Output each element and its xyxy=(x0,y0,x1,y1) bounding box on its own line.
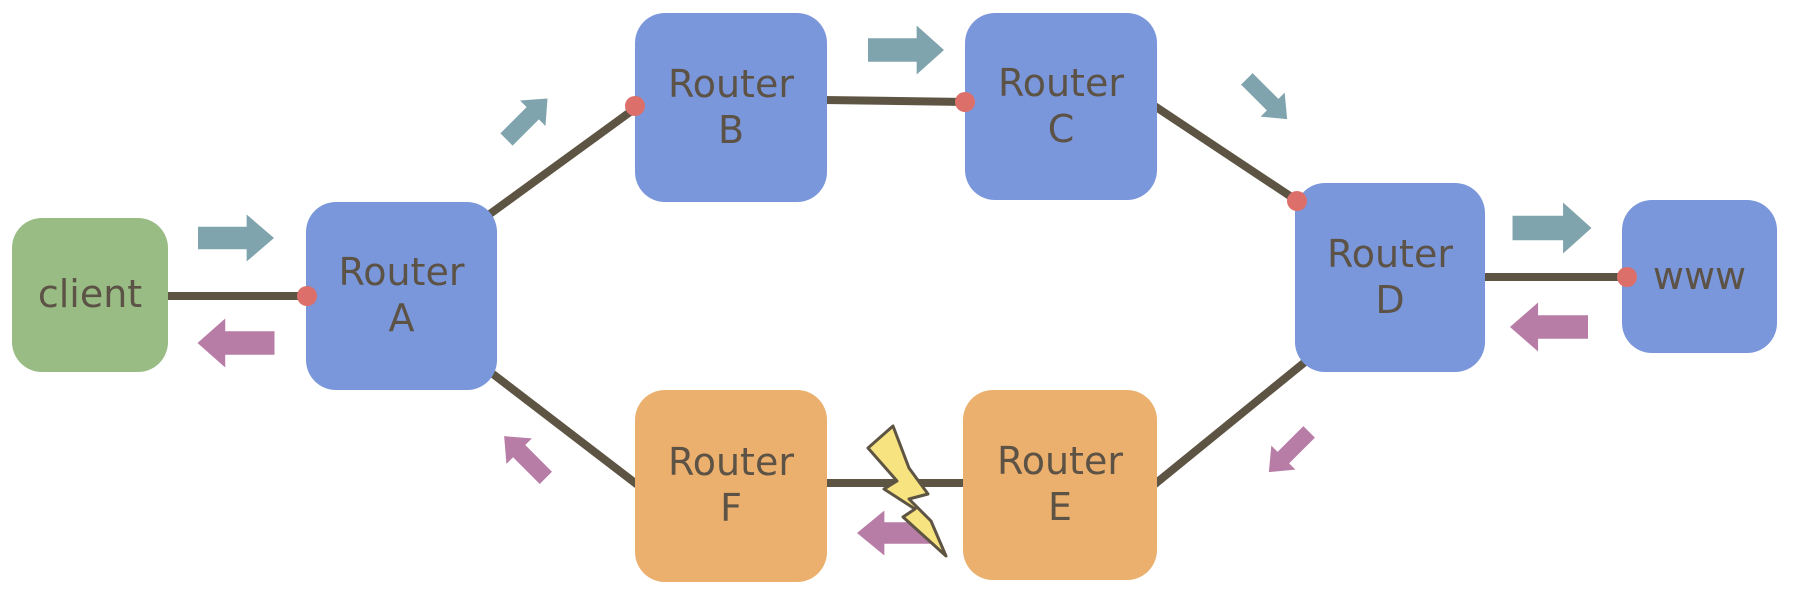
node-router-a-letter: A xyxy=(388,296,415,340)
forward-arrow-client-to-a-icon xyxy=(198,214,274,262)
node-router-a-label: Router xyxy=(338,250,465,295)
node-router-c-letter: C xyxy=(1047,106,1075,151)
node-router-c-label: Router xyxy=(998,60,1124,105)
link-router-b-to-router-c xyxy=(820,96,971,106)
node-www-label: www xyxy=(1652,253,1747,298)
node-router-b-label: Router xyxy=(668,61,794,106)
return-arrow-e-to-f-icon xyxy=(857,510,933,556)
return-arrow-a-to-client-icon xyxy=(197,318,275,368)
node-router-e-label: Router xyxy=(997,439,1123,484)
node-router-a: Router A xyxy=(306,202,497,390)
link-router-c-to-router-d xyxy=(1149,101,1303,206)
return-arrow-d-to-e-icon xyxy=(1268,426,1315,473)
node-router-e-letter: E xyxy=(1047,485,1072,529)
node-router-f: Router F xyxy=(635,390,827,582)
link-router-a-to-router-b xyxy=(479,103,641,223)
return-arrow-www-to-d-icon xyxy=(1510,302,1588,352)
node-router-d-letter: D xyxy=(1375,277,1405,322)
forward-arrow-c-to-d-icon xyxy=(1241,73,1288,120)
node-router-f-letter: F xyxy=(720,486,742,530)
node-router-d: Router D xyxy=(1295,183,1485,372)
lightning-bolt-icon xyxy=(866,424,948,558)
forward-arrow-b-to-c-icon xyxy=(868,25,944,75)
node-client: client xyxy=(12,218,168,372)
forward-arrow-d-to-www-icon xyxy=(1512,202,1592,254)
link-router-a-to-router-f xyxy=(485,367,643,490)
node-router-d-label: Router xyxy=(1327,231,1453,276)
node-www: www xyxy=(1622,200,1777,353)
node-router-b: Router B xyxy=(635,13,827,202)
node-router-e: Router E xyxy=(963,390,1157,580)
node-router-c: Router C xyxy=(965,13,1157,200)
return-arrow-f-to-a-icon xyxy=(504,436,552,484)
link-router-e-to-router-d xyxy=(1151,358,1309,488)
node-router-b-letter: B xyxy=(717,107,745,152)
node-router-f-label: Router xyxy=(668,440,794,485)
forward-arrow-a-to-b-icon xyxy=(500,98,548,146)
node-client-label: client xyxy=(37,272,143,317)
